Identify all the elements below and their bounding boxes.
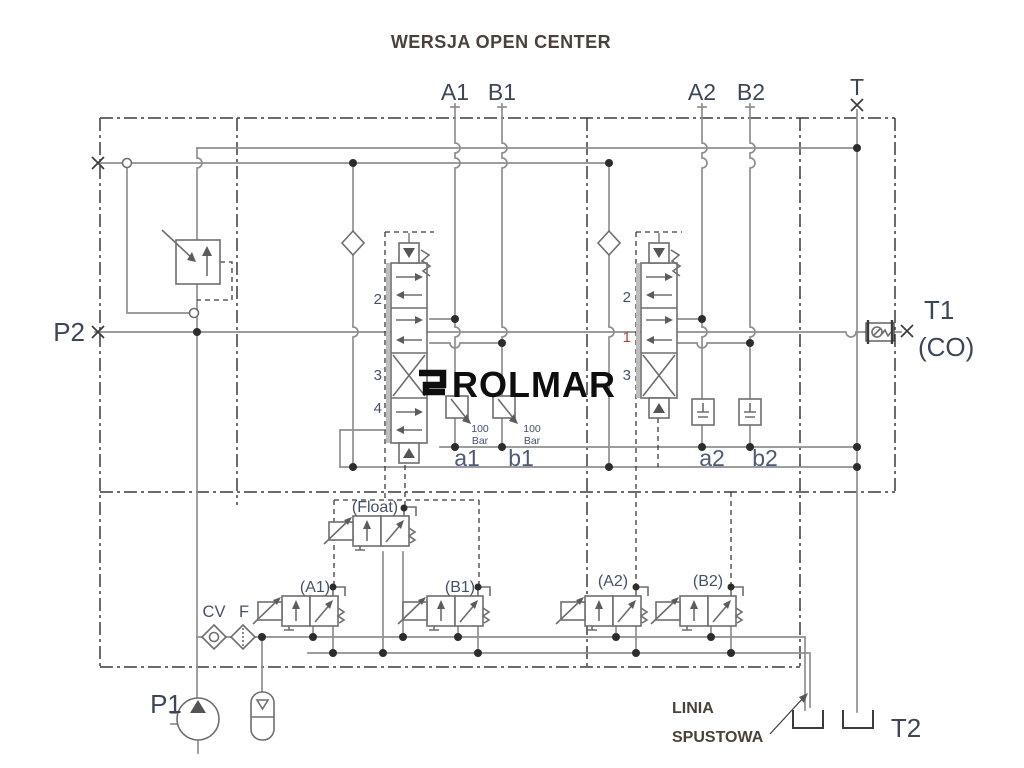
port-label-a1: A1	[441, 79, 469, 105]
junction-dots	[193, 144, 861, 657]
circuit-lines	[94, 103, 902, 754]
main-relief-valve	[121, 157, 221, 319]
pilot-port-a2: a2	[699, 445, 725, 471]
anti-cavitation-plugs	[691, 398, 762, 426]
valve2-position-3: 3	[623, 367, 631, 384]
check-valve-icon	[340, 229, 366, 257]
relief-setting-value: 100	[523, 423, 541, 435]
solenoid-valve-a2	[555, 586, 649, 631]
solenoid-label-b1: (B1)	[445, 579, 475, 596]
port-label-p1: P1	[150, 689, 182, 719]
port-label-t1: T1	[924, 295, 954, 325]
port-label-p2: P2	[53, 317, 85, 347]
tank-t2	[842, 710, 874, 729]
pump-p1	[176, 697, 220, 741]
port-label-t: T	[850, 74, 864, 100]
drain-label-line1: LINIA	[672, 700, 714, 717]
port-label-t1-co: (CO)	[918, 332, 974, 362]
diagram-title: WERSJA OPEN CENTER	[391, 32, 611, 52]
pilot-dashed-lines	[197, 231, 732, 587]
rolmar-logo-text: ROLMAR	[452, 364, 616, 405]
port-label-a2: A2	[688, 79, 716, 105]
port-relief-valves	[445, 395, 518, 424]
pilot-port-b2: b2	[752, 445, 778, 471]
valve1-position-3: 3	[374, 367, 382, 384]
solenoid-label-float: (Float)	[352, 499, 398, 516]
rolmar-logo: ROLMAR	[419, 364, 616, 405]
solenoid-valve-b2	[650, 586, 744, 631]
plug-circle	[121, 157, 133, 169]
solenoid-label-a2: (A2)	[598, 573, 628, 590]
check-valve-cv	[200, 623, 228, 651]
load-check-valves	[340, 229, 622, 257]
port-x-marks	[91, 98, 914, 339]
pilot-junction-circle	[188, 307, 200, 319]
relief-setting-value: 100	[471, 423, 489, 435]
label-filter: F	[239, 603, 249, 621]
port-label-b2: B2	[737, 79, 765, 105]
rolmar-logo-icon	[419, 369, 447, 396]
valve2-position-1: 1	[623, 329, 631, 346]
drain-label-line2: SPUSTOWA	[672, 729, 764, 746]
check-valve-icon	[596, 229, 622, 257]
valve1-position-4: 4	[374, 400, 382, 417]
relief-setting-unit: Bar	[472, 435, 489, 447]
drain-tank	[792, 710, 824, 729]
main-valve-1	[386, 242, 432, 464]
pilot-port-a1: a1	[454, 445, 480, 471]
filter-f	[229, 623, 257, 651]
relief-setting-unit: Bar	[524, 435, 541, 447]
main-valve-2	[636, 242, 682, 419]
t1-check-valve	[865, 320, 895, 344]
solenoid-label-a1: (A1)	[300, 579, 330, 596]
label-cv: CV	[203, 603, 226, 621]
valve2-position-2: 2	[623, 289, 631, 306]
valve1-position-2: 2	[374, 291, 382, 308]
drain-label-arrow	[769, 693, 808, 735]
port-label-b1: B1	[488, 79, 516, 105]
port-label-t2: T2	[891, 713, 921, 743]
accumulator	[250, 691, 275, 741]
pilot-port-b1: b1	[508, 445, 534, 471]
solenoid-label-b2: (B2)	[693, 573, 723, 590]
section-borders	[99, 117, 896, 668]
